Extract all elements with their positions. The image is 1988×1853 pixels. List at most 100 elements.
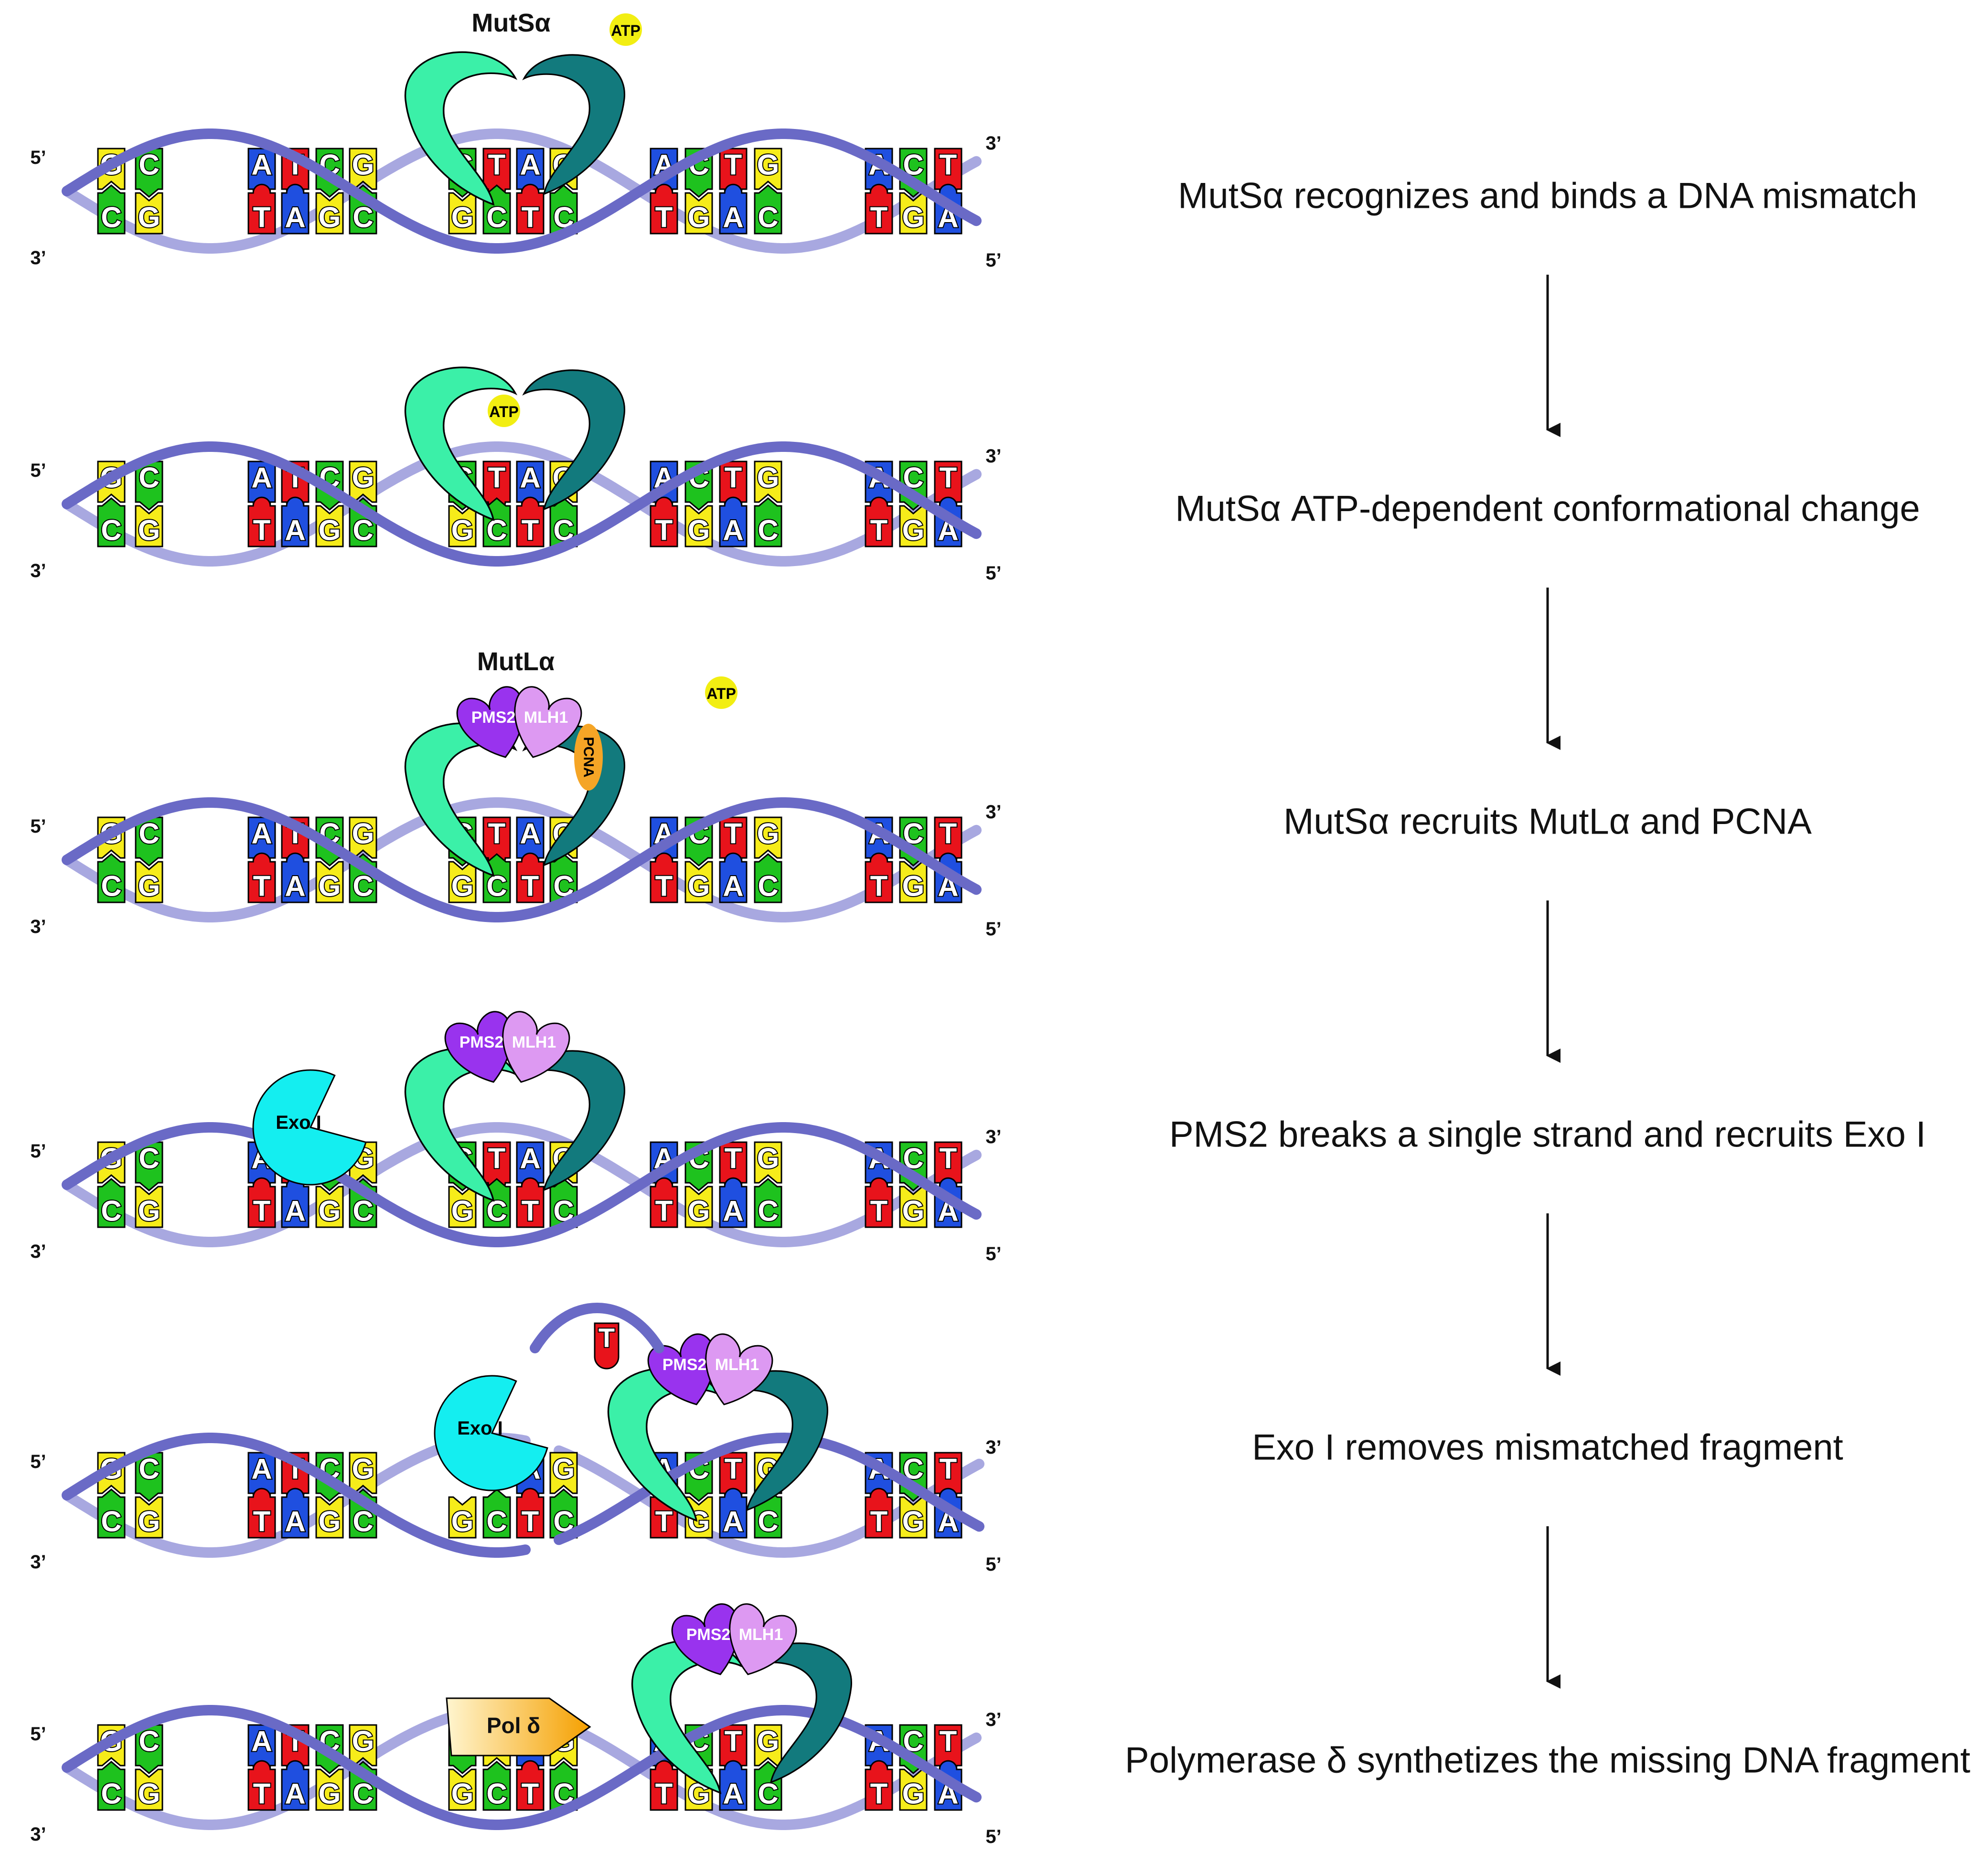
base-pair: GC <box>349 1452 377 1539</box>
base-G <box>448 1768 477 1811</box>
base-letter: G <box>138 870 160 902</box>
strand-label-bottom-left: 3’ <box>30 1824 46 1845</box>
base-letter: A <box>285 514 305 546</box>
base-letter: C <box>101 1195 121 1227</box>
dna-strand-front <box>62 441 982 567</box>
base-pair: AT <box>247 148 276 235</box>
msh6-subunit <box>522 369 625 511</box>
base-pair: CG <box>315 816 344 903</box>
strand-label-bottom-right: 5’ <box>985 1554 1001 1575</box>
base-letter: A <box>251 818 272 850</box>
base-letter: T <box>725 1453 742 1485</box>
base-letter: T <box>253 1778 271 1810</box>
base-letter: T <box>522 870 539 902</box>
base-T <box>516 1488 545 1539</box>
removed-base-letter: T <box>599 1323 615 1353</box>
base-T <box>516 496 545 547</box>
base-letter: G <box>451 870 474 902</box>
mlh1-label: MLH1 <box>739 1626 783 1644</box>
base-pair: GC <box>349 816 377 903</box>
base-G <box>315 1496 344 1539</box>
base-pair: CG <box>899 1141 928 1228</box>
base-pair: AT <box>247 461 276 547</box>
base-letter: T <box>488 1143 506 1175</box>
mlh1-subunit <box>514 686 582 758</box>
base-letter: G <box>688 202 710 234</box>
base-G <box>315 1186 344 1228</box>
base-T <box>516 1177 545 1228</box>
dna-row-2: GCCGATTACGGCCGTCATGCATCGTAGCATCGTA5’3’3’… <box>30 366 1002 584</box>
base-pair: AT <box>516 1141 545 1228</box>
atp-label: ATP <box>706 685 736 702</box>
base-letter: C <box>486 1195 507 1227</box>
strand-label-top-right: 3’ <box>985 446 1001 467</box>
base-letter: A <box>251 1453 272 1485</box>
dna-strand-front <box>62 1122 982 1247</box>
base-pair: TA <box>719 461 748 547</box>
base-A <box>719 1760 748 1811</box>
base-letter: G <box>352 1453 374 1485</box>
base-letter: T <box>253 202 271 234</box>
pol-delta-label: Pol δ <box>487 1713 540 1738</box>
base-C <box>482 1761 511 1811</box>
base-letter: G <box>352 149 374 181</box>
base-pair: TA <box>719 816 748 903</box>
base-letter: T <box>655 202 673 234</box>
base-C <box>97 497 126 547</box>
base-G <box>754 816 782 859</box>
base-pair: GC <box>754 148 782 235</box>
base-T <box>865 1760 893 1811</box>
dna-strand-front <box>62 1433 531 1558</box>
base-pair: AT <box>247 1452 276 1539</box>
base-C <box>754 184 782 235</box>
base-C <box>97 853 126 903</box>
base-pair: AT <box>516 816 545 903</box>
base-letter: C <box>486 870 507 902</box>
base-A <box>281 1760 310 1811</box>
base-G <box>754 461 782 503</box>
base-C <box>754 497 782 547</box>
strand-label-top-left: 5’ <box>30 147 46 168</box>
msh2-subunit <box>405 366 518 521</box>
base-letter: G <box>902 514 925 546</box>
base-letter: C <box>903 818 923 850</box>
base-letter: A <box>285 1778 305 1810</box>
strand-label-bottom-left: 3’ <box>30 1552 46 1573</box>
dna-strand-front <box>554 1432 984 1545</box>
base-letter: G <box>757 149 780 181</box>
base-C <box>97 1489 126 1539</box>
base-C <box>754 1178 782 1228</box>
base-letter: G <box>319 1195 341 1227</box>
base-C <box>135 816 163 867</box>
base-letter: T <box>725 1143 742 1175</box>
mlh1-label: MLH1 <box>715 1356 759 1374</box>
base-letter: A <box>251 1725 272 1757</box>
strand-label-bottom-right: 5’ <box>985 250 1001 271</box>
base-G <box>135 861 163 903</box>
base-letter: G <box>319 514 341 546</box>
base-letter: T <box>253 1506 271 1538</box>
mutla-title: MutLα <box>477 647 555 676</box>
base-pair: CG <box>135 461 163 547</box>
base-letter: G <box>451 1195 474 1227</box>
base-letter: A <box>723 1195 743 1227</box>
base-pair: TA <box>719 1724 748 1811</box>
base-letter: T <box>940 818 957 850</box>
base-letter: C <box>758 1506 778 1538</box>
base-letter: G <box>757 462 780 494</box>
base-pair: TA <box>934 461 962 547</box>
strand-label-bottom-left: 3’ <box>30 916 46 937</box>
base-letter: T <box>870 1506 888 1538</box>
excised-fragment <box>530 1303 664 1353</box>
base-pair: CG <box>315 1724 344 1811</box>
base-pair: AT <box>650 461 678 547</box>
base-letter: T <box>655 870 673 902</box>
strand-label-top-left: 5’ <box>30 1141 46 1162</box>
strand-label-top-left: 5’ <box>30 460 46 481</box>
pms2-label: PMS2 <box>686 1626 731 1644</box>
base-letter: T <box>725 1725 742 1757</box>
removed-base-shape <box>594 1322 620 1370</box>
pms2-label: PMS2 <box>663 1356 707 1374</box>
exo-i-enzyme <box>434 1375 548 1491</box>
base-letter: G <box>138 514 160 546</box>
